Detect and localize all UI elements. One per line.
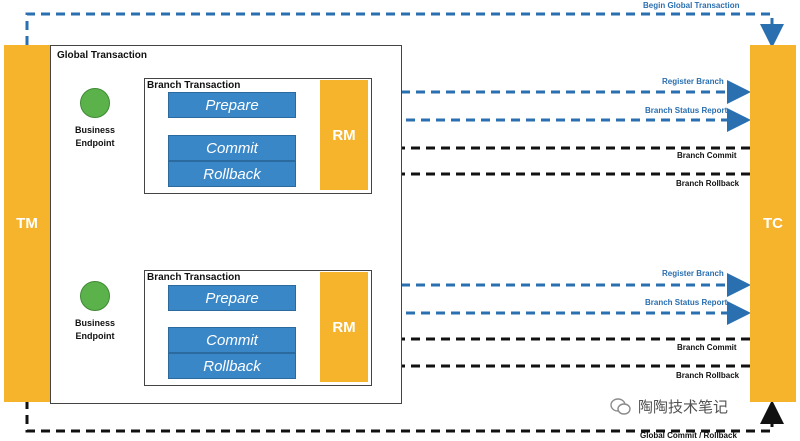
tc-label: TC — [763, 215, 783, 232]
watermark: 陶陶技术笔记 — [610, 396, 728, 417]
begin-global-transaction-arrow — [25, 12, 784, 48]
branch-commit-label: Branch Commit — [677, 343, 737, 352]
global-commit-rollback-label: Global Commit / Rollback — [640, 431, 737, 440]
rm-label: RM — [332, 318, 356, 336]
tm-bar: TM — [4, 45, 50, 402]
business-endpoint-icon — [80, 281, 110, 311]
business-endpoint-line2: Endpoint — [75, 331, 115, 341]
begin-global-transaction-label: Begin Global Transaction — [643, 1, 740, 10]
business-endpoint-line1: Business — [74, 125, 116, 135]
register-branch-label: Register Branch — [662, 269, 724, 278]
tc-bar: TC — [750, 45, 796, 402]
prepare-phase: Prepare — [168, 285, 296, 311]
business-endpoint-icon — [80, 88, 110, 118]
rm-bar: RM — [320, 272, 368, 382]
branch-commit-label: Branch Commit — [677, 151, 737, 160]
branch-status-report-label: Branch Status Report — [645, 106, 728, 115]
prepare-phase: Prepare — [168, 92, 296, 118]
branch-transaction-title: Branch Transaction — [147, 80, 241, 91]
watermark-text: 陶陶技术笔记 — [638, 399, 729, 416]
business-endpoint-label: Business Endpoint — [56, 317, 134, 343]
branch-status-report-label: Branch Status Report — [645, 298, 728, 307]
global-transaction-title: Global Transaction — [57, 50, 148, 61]
global-commit-rollback-arrow — [25, 400, 784, 433]
branch-rollback-label: Branch Rollback — [676, 179, 740, 188]
tm-label: TM — [16, 215, 38, 232]
business-endpoint-line2: Endpoint — [75, 138, 115, 148]
rm-bar: RM — [320, 80, 368, 190]
register-branch-label: Register Branch — [662, 77, 724, 86]
branch-rollback-label: Branch Rollback — [676, 371, 740, 380]
branch-transaction-title: Branch Transaction — [147, 272, 241, 283]
commit-phase: Commit — [168, 327, 296, 353]
rm-label: RM — [332, 126, 356, 144]
rollback-phase: Rollback — [168, 161, 296, 187]
business-endpoint-line1: Business — [74, 318, 116, 328]
business-endpoint-label: Business Endpoint — [56, 124, 134, 150]
wechat-icon — [610, 397, 631, 415]
commit-phase: Commit — [168, 135, 296, 161]
rollback-phase: Rollback — [168, 353, 296, 379]
